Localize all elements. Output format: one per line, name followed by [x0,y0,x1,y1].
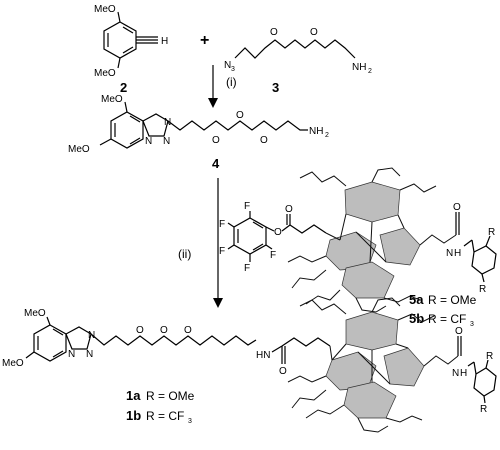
compound-3-amine-sub: 2 [368,68,372,75]
compound-5-amide-h: H [454,248,461,259]
compound-5-ester-oxygen: O [274,227,282,238]
compound-2-number: 2 [120,80,127,95]
compound-3-structure: N 3 O O NH 2 [224,27,372,75]
compound-5-amide-oxygen: O [453,202,461,213]
compound-1a-label: 1a [126,388,141,403]
compound-4-triazole-n3: N [145,136,152,147]
compound-1-amide-oxygen-1: O [279,366,287,377]
compound-1-oxygen-1: O [136,325,144,336]
compound-1b-label: 1b [126,408,141,423]
compound-4-amine-sub: 2 [325,132,329,139]
compound-5-fluorine-2: F [219,219,225,230]
compound-1b-sub: 3 [188,418,192,425]
compound-2-terminal-h: H [161,36,168,47]
compound-1-triazole-n1: N [88,330,95,341]
compound-4-oxygen-1: O [212,135,220,146]
compound-1-amide-oxygen-2: O [455,326,463,337]
compound-1-ome-top: MeO [24,308,46,319]
compound-5b-label: 5b [409,311,424,326]
compound-3-amine: NH [352,62,366,73]
compound-1-amide-n: N [452,368,459,379]
compound-5-fluorine-3: F [219,246,225,257]
compound-4-ome-bottom: MeO [68,144,90,155]
compound-5-carbonyl-oxygen: O [285,204,293,215]
step-i-label: (i) [226,75,237,89]
reaction-arrow-i-head [208,98,218,108]
compound-5b-sub: 3 [470,321,474,328]
compound-1-triazole-n3: N [68,349,75,360]
compound-5-fluorine-1: F [244,201,250,212]
compound-1-oxygen-3: O [184,325,192,336]
compound-1-amide-h: H [460,368,467,379]
compound-4-ome-top: MeO [101,94,123,105]
compound-5b-r-group: R = CF [428,312,466,326]
compound-5-fluorine-5: F [270,250,276,261]
compound-4-triazole-n2: N [163,136,170,147]
compound-1-amide-hn: HN [256,350,270,361]
compound-1-structure: MeO MeO N N N O O O HN O [2,297,497,433]
compound-5-amide-n: N [446,248,453,259]
compound-5-r-top: R [488,227,495,238]
compound-3-oxygen-1: O [270,27,278,38]
compound-4-amine: NH [309,126,323,137]
compound-1-r-top: R [486,351,493,362]
compound-5-r-bottom: R [479,284,486,295]
compound-5-cavitand [287,167,457,313]
compound-2-structure: MeO MeO H [94,4,168,79]
compound-4-oxygen-2: O [236,110,244,121]
compound-2-ome-top: MeO [94,4,116,15]
compound-5-fluorine-4: F [244,263,250,274]
compound-4-number: 4 [212,156,220,171]
compound-5a-label: 5a [409,292,424,307]
compound-1-triazole-n2: N [86,349,93,360]
compound-3-azide-n: N [224,60,231,71]
compound-5a-r-group: R = OMe [428,293,477,307]
compound-1a-r-group: R = OMe [146,389,195,403]
compound-3-oxygen-2: O [310,27,318,38]
compound-1b-r-group: R = CF [146,409,184,423]
compound-4-triazole-n1: N [164,117,171,128]
compound-4-oxygen-3: O [260,135,268,146]
compound-3-number: 3 [272,80,279,95]
compound-1-oxygen-2: O [160,325,168,336]
reaction-arrow-ii-head [213,298,223,308]
compound-1-ome-bottom: MeO [2,358,24,369]
compound-1-r-bottom: R [480,404,487,415]
compound-3-azide-sub: 3 [231,66,235,73]
compound-2-ome-bottom: MeO [94,68,116,79]
compound-1-cavitand [287,297,459,433]
plus-sign: + [200,32,209,49]
compound-5-structure: F F F F F O O [219,167,497,313]
compound-4-structure: MeO MeO N N N O O O NH 2 [68,94,329,155]
step-ii-label: (ii) [178,247,191,261]
